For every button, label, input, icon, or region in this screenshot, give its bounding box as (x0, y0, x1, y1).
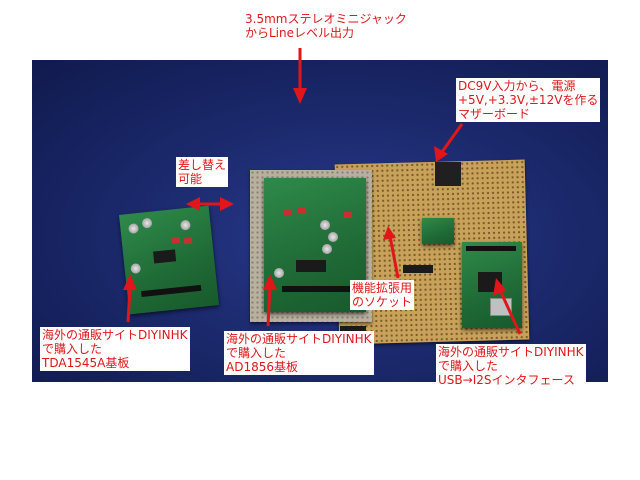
label-expansion-socket: 機能拡張用 のソケット (350, 280, 415, 310)
dc-module-board (422, 218, 454, 244)
arrow-swap (186, 197, 234, 211)
arrow-socket (383, 226, 400, 279)
arrow-usb (493, 278, 522, 335)
regulator-heatsink (435, 162, 461, 186)
expansion-socket (403, 265, 433, 273)
arrow-ad (263, 274, 277, 327)
arrow-motherboard (434, 123, 464, 162)
ad1856-board (264, 178, 366, 312)
arrow-top (293, 48, 307, 104)
arrow-tda (123, 274, 137, 323)
label-line-output: 3.5mmステレオミニジャック からLineレベル出力 (245, 12, 407, 40)
label-ad1856: 海外の通販サイトDIYINHK で購入した AD1856基板 (224, 331, 374, 375)
label-usb-i2s: 海外の通販サイトDIYINHK で購入した USB→I2Sインタフェース (436, 344, 586, 388)
label-tda1545a: 海外の通販サイトDIYINHK で購入した TDA1545A基板 (40, 327, 190, 371)
label-swappable: 差し替え 可能 (176, 157, 229, 187)
label-motherboard: DC9V入力から、電源 +5V,+3.3V,±12Vを作る マザーボード (456, 78, 601, 122)
